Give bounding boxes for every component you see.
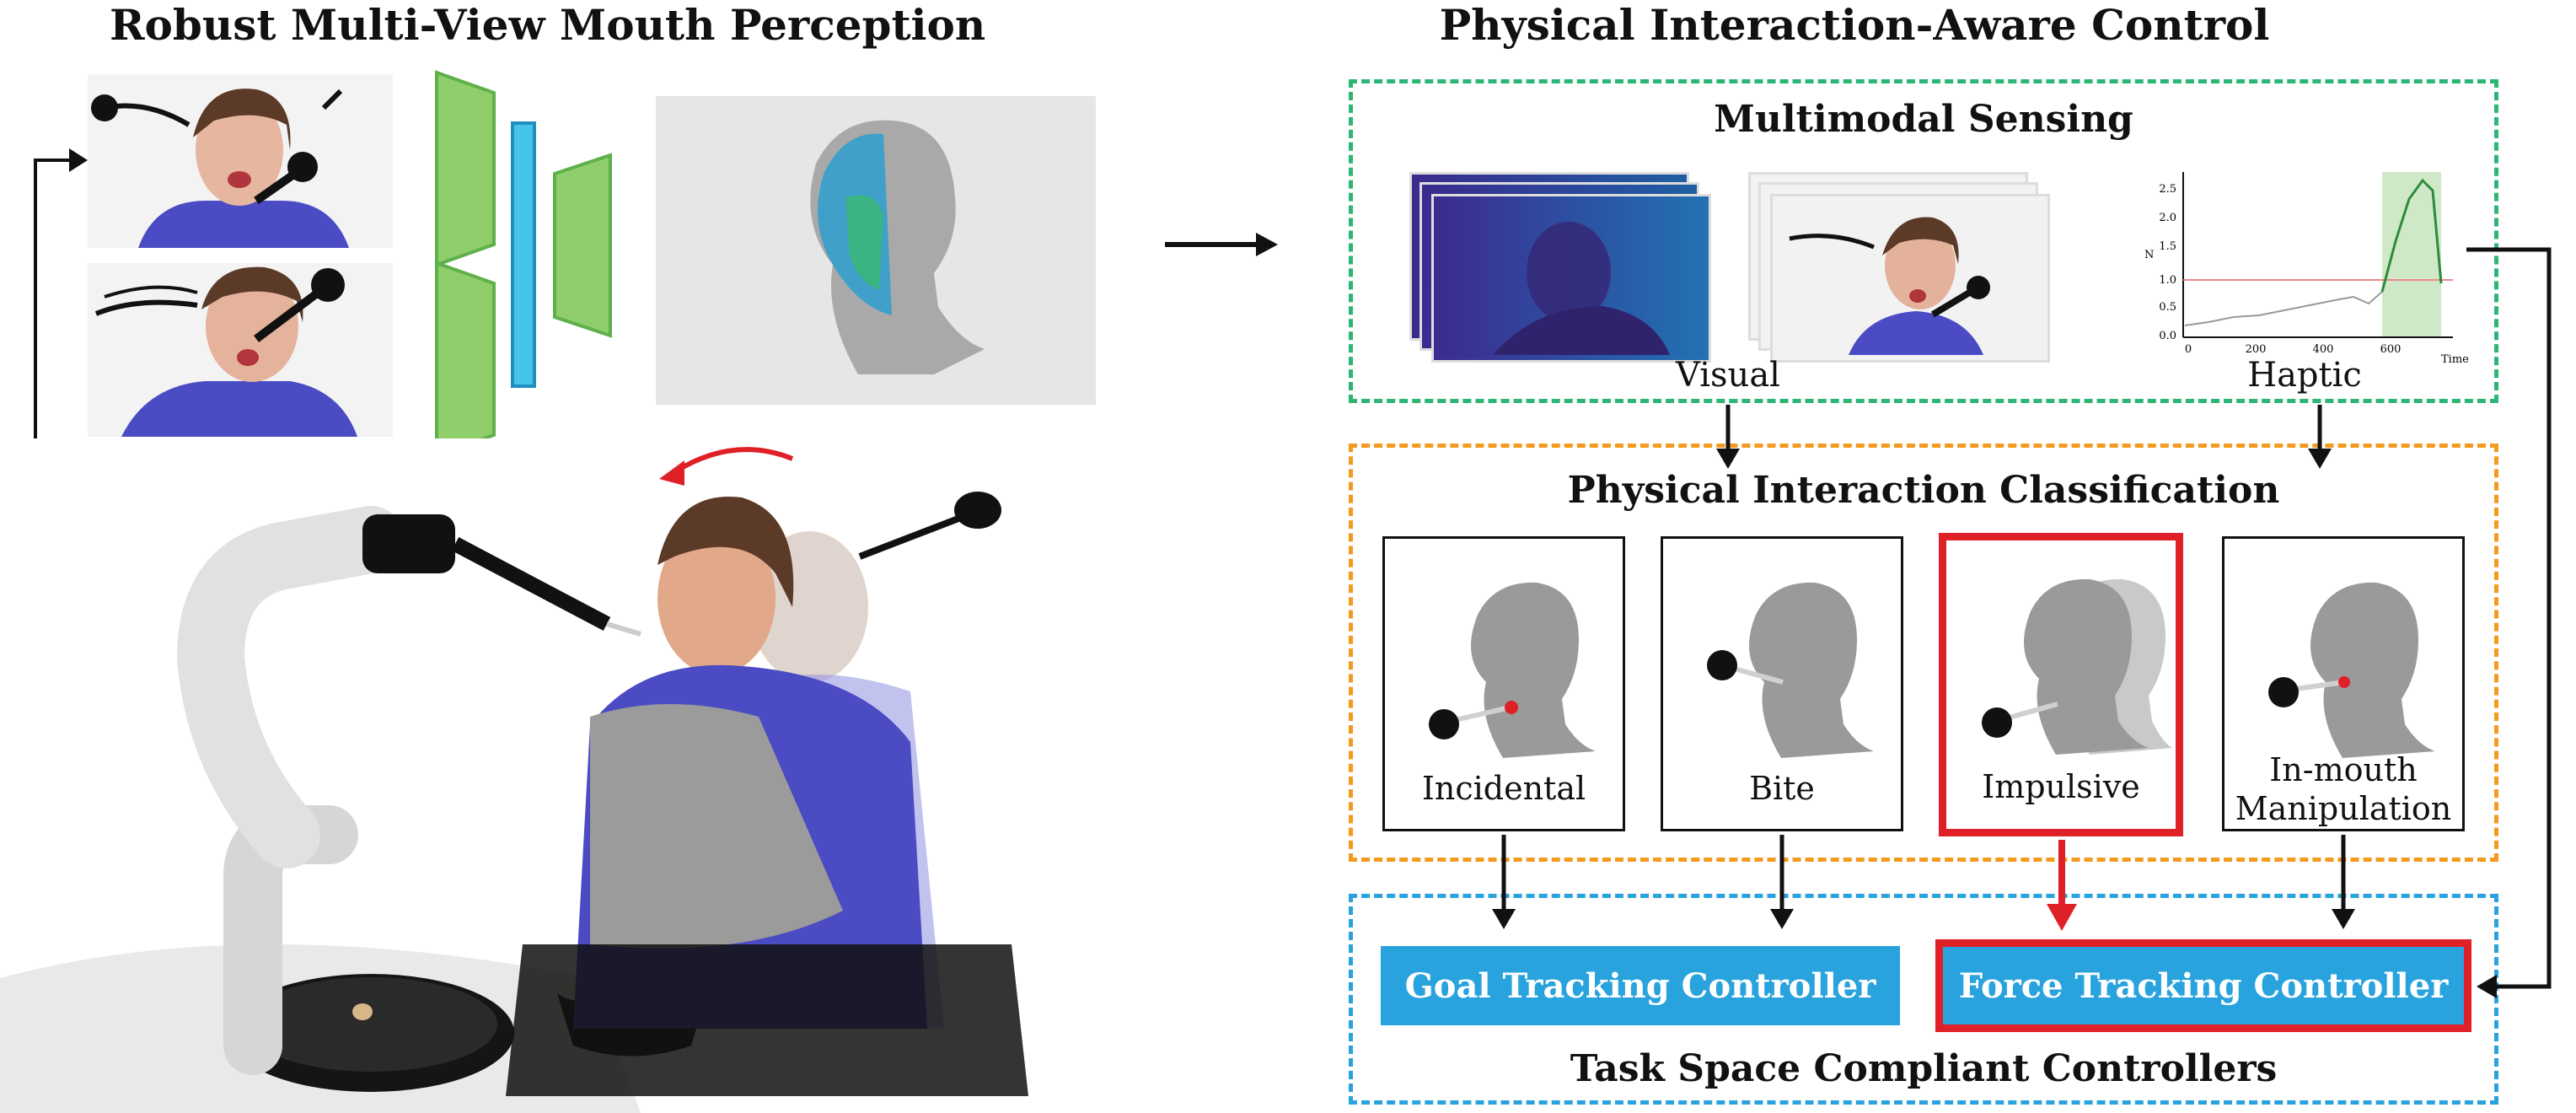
decoder-block bbox=[553, 153, 612, 338]
class-impulsive-label: Impulsive bbox=[1982, 768, 2140, 805]
multimodal-sensing-section bbox=[1349, 79, 2498, 403]
arrow-haptic-feedback bbox=[2466, 247, 2552, 989]
camera-view-bottom bbox=[88, 263, 393, 437]
visual-depth-stack bbox=[1409, 172, 1713, 363]
plot-ytick-0.5: 0.5 bbox=[2159, 301, 2176, 314]
class-impulsive: Impulsive bbox=[1939, 533, 2183, 836]
plot-xlabel: Time bbox=[2441, 353, 2469, 366]
class-in-mouth-manipulation: In-mouth Manipulation bbox=[2222, 536, 2465, 831]
visual-label: Visual bbox=[1676, 356, 1780, 395]
controllers-section bbox=[1349, 894, 2498, 1105]
haptic-label: Haptic bbox=[2247, 356, 2362, 395]
plot-ytick-1.0: 1.0 bbox=[2159, 274, 2176, 287]
right-title: Physical Interaction-Aware Control bbox=[1439, 0, 2270, 50]
plot-xtick-200: 200 bbox=[2246, 343, 2267, 356]
classification-section bbox=[1349, 444, 2498, 862]
plot-xtick-0: 0 bbox=[2185, 343, 2192, 356]
mouth-pointcloud-view bbox=[656, 96, 1096, 405]
goal-tracking-controller: Goal Tracking Controller bbox=[1381, 946, 1900, 1025]
multimodal-sensing-title: Multimodal Sensing bbox=[1714, 98, 2133, 141]
plot-xtick-400: 400 bbox=[2313, 343, 2334, 356]
plot-ytick-2.0: 2.0 bbox=[2159, 212, 2176, 224]
plot-ylabel: N bbox=[2144, 249, 2154, 261]
class-incidental: Incidental bbox=[1382, 536, 1625, 831]
haptic-force-plot: 2.5 2.0 1.5 1.0 0.5 0.0 N 0 200 400 600 … bbox=[2144, 172, 2469, 366]
plot-xtick-600: 600 bbox=[2380, 343, 2402, 356]
plot-ytick-0.0: 0.0 bbox=[2159, 330, 2176, 342]
class-incidental-label: Incidental bbox=[1421, 770, 1586, 807]
robot-feeding-scene bbox=[0, 438, 1096, 1113]
plot-ytick-2.5: 2.5 bbox=[2159, 183, 2176, 196]
force-tracking-controller: Force Tracking Controller bbox=[1935, 939, 2471, 1032]
network-diagram bbox=[435, 70, 612, 455]
class-bite: Bite bbox=[1661, 536, 1903, 831]
camera-view-top bbox=[88, 74, 393, 248]
encoder-block-top bbox=[435, 70, 496, 267]
encoder-block-bottom bbox=[435, 261, 496, 455]
visual-rgb-stack bbox=[1748, 172, 2052, 363]
classification-title: Physical Interaction Classification bbox=[1567, 469, 2280, 512]
latent-block bbox=[511, 121, 536, 388]
class-in-mouth-label-line1: In-mouth bbox=[2269, 751, 2418, 788]
plot-ytick-1.5: 1.5 bbox=[2159, 240, 2176, 253]
controllers-title: Task Space Compliant Controllers bbox=[1570, 1047, 2278, 1090]
class-in-mouth-label-line2: Manipulation bbox=[2235, 790, 2452, 827]
flow-arrow-right bbox=[1165, 233, 1278, 256]
class-bite-label: Bite bbox=[1749, 770, 1815, 807]
left-title: Robust Multi-View Mouth Perception bbox=[110, 0, 986, 50]
